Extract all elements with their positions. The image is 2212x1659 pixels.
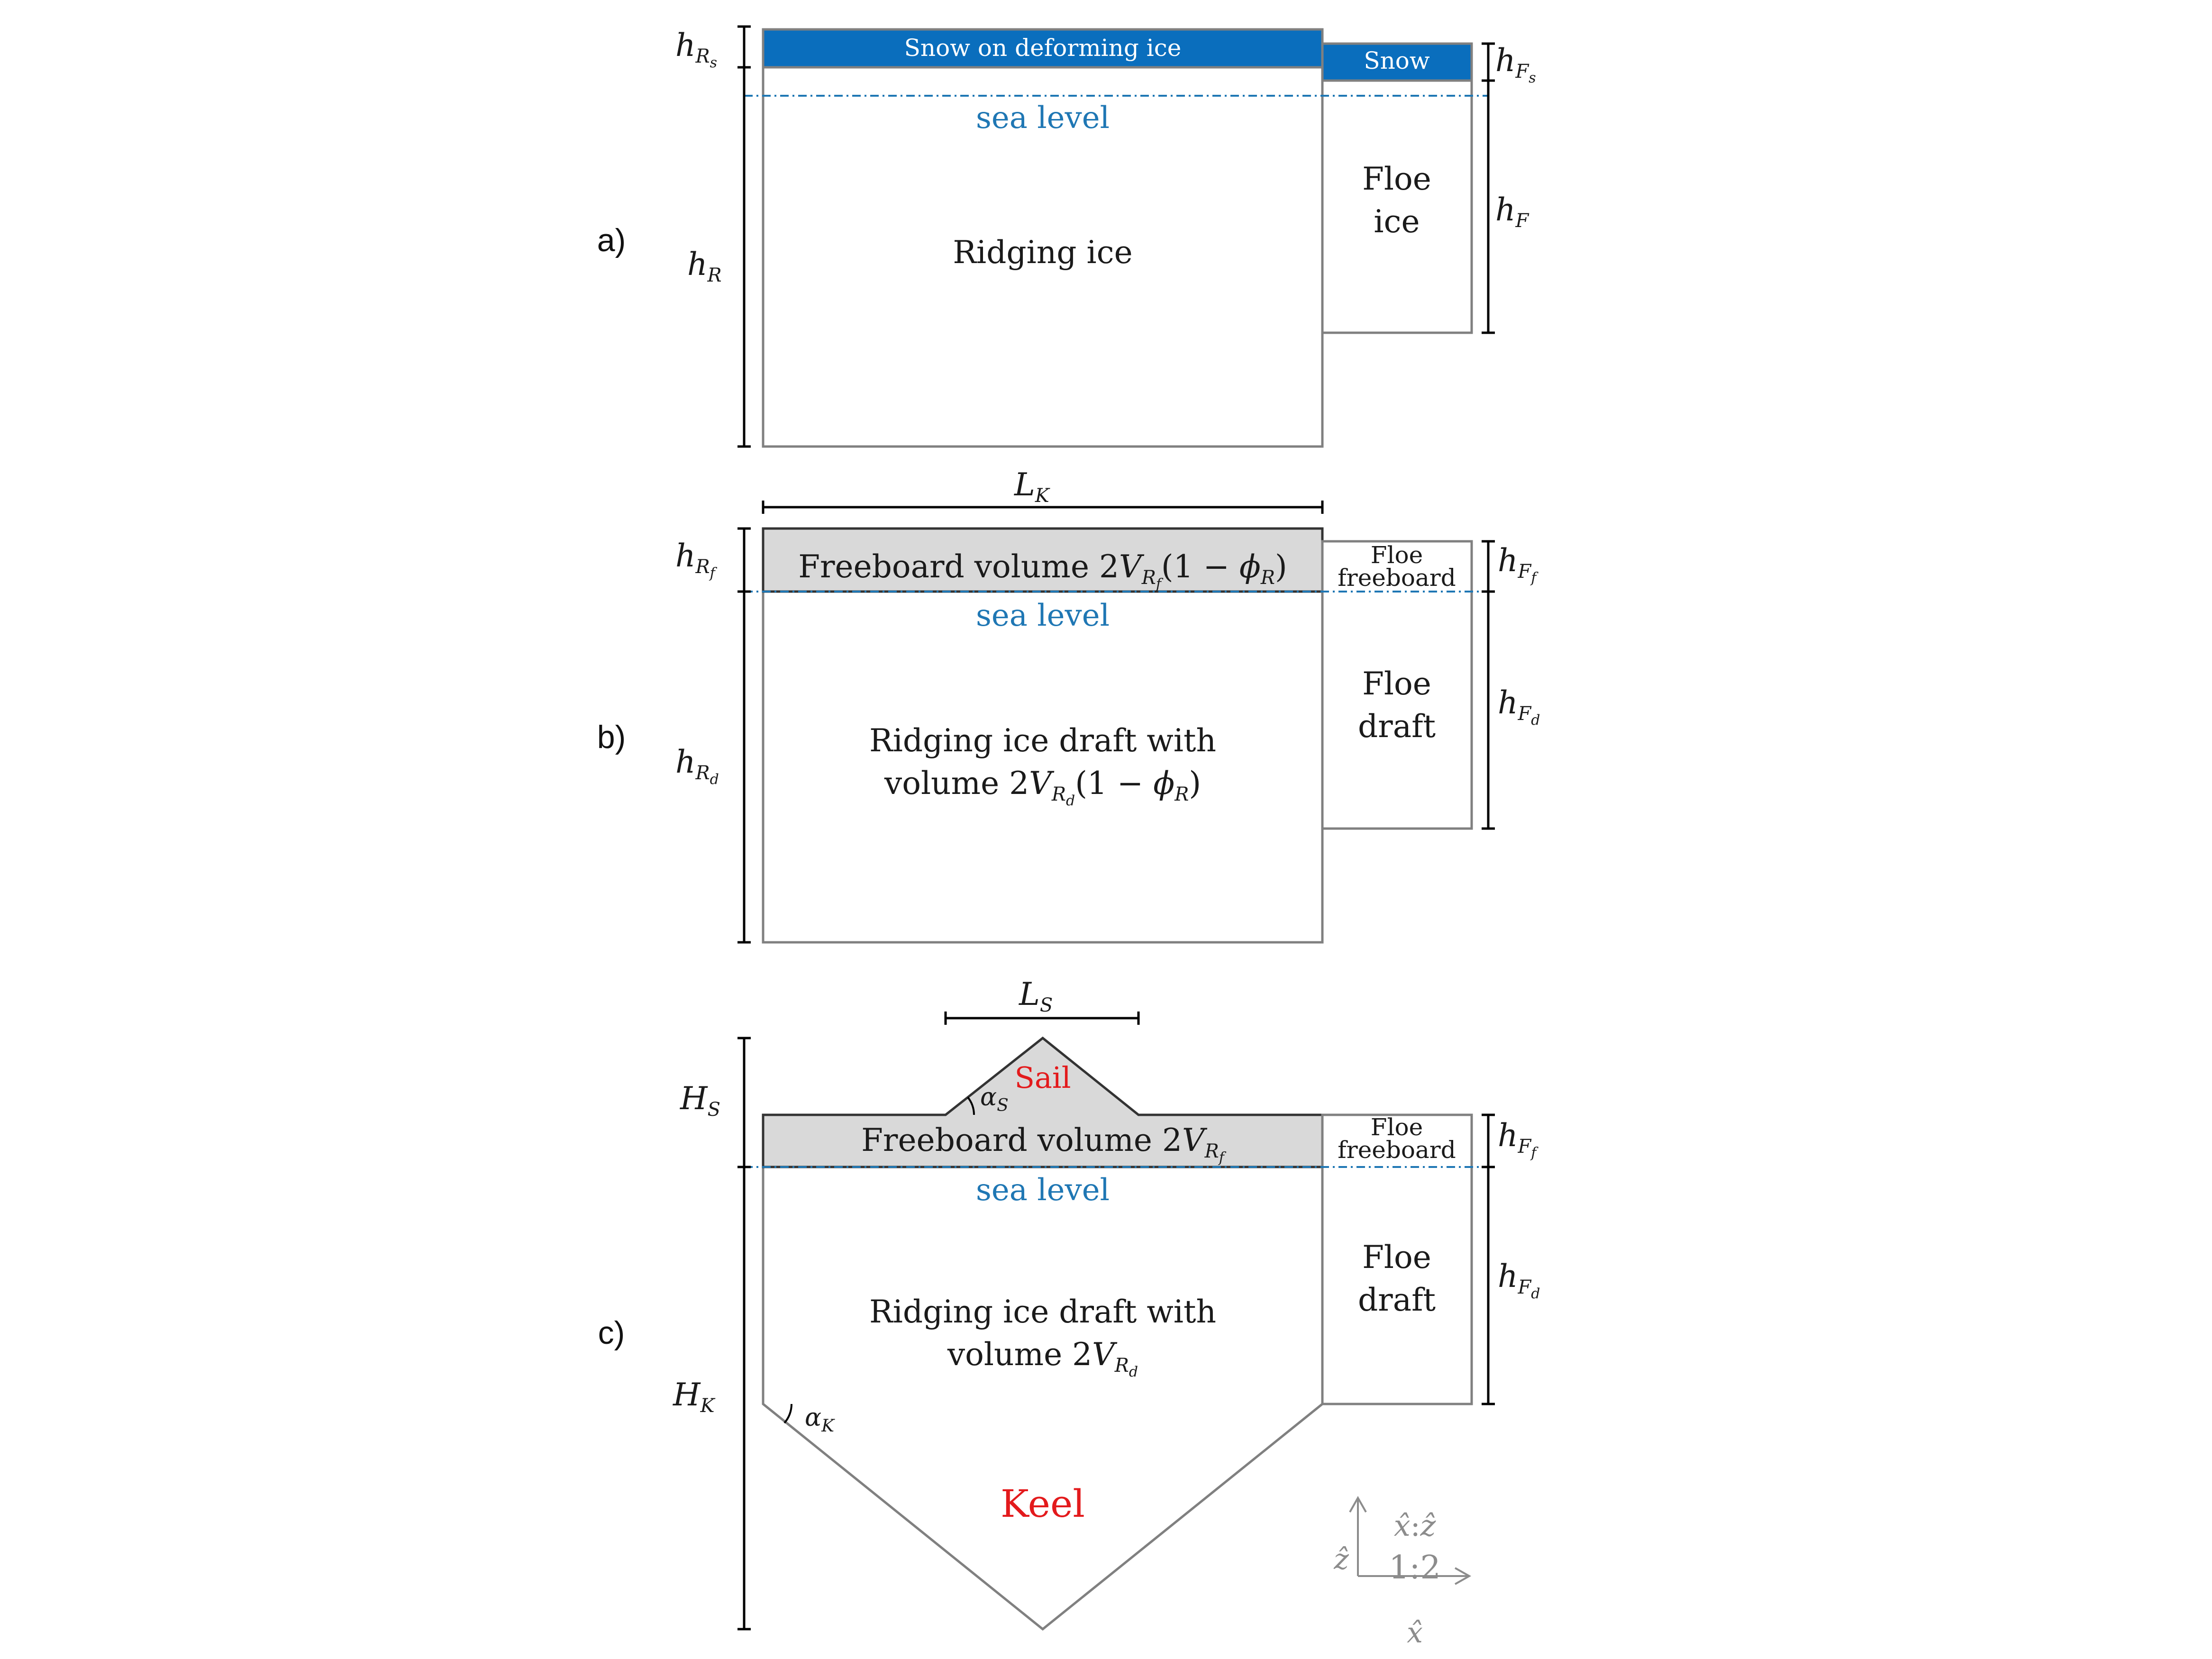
freeboard-volume-label-b: Freeboard volume 2VRf(1 − ϕR): [798, 548, 1287, 592]
panel-a: a) Snow on deforming ice Snow sea level …: [597, 25, 1536, 448]
label-L-S: LS: [1019, 976, 1053, 1016]
sea-level-label-c: sea level: [976, 1173, 1110, 1208]
label-H-S: HS: [680, 1080, 720, 1121]
label-h-Fd-b: hFd: [1498, 684, 1540, 729]
label-h-Ff-b: hFf: [1498, 542, 1538, 586]
draft-label-b-2: volume 2VRd(1 − ϕR): [884, 765, 1201, 809]
label-h-F: hF: [1495, 191, 1529, 232]
panel-c: c) LS sea level Sail αS Freeboard volume…: [598, 976, 1540, 1631]
label-alpha-K: αK: [805, 1404, 835, 1436]
label-alpha-S: αS: [980, 1083, 1009, 1115]
label-h-R: hR: [687, 246, 722, 286]
snow-deforming-label: Snow on deforming ice: [904, 34, 1182, 62]
dim-h-Rf: [737, 527, 751, 593]
scale-axes: ẑ x̂ x̂:ẑ 1:2: [1333, 1495, 1472, 1650]
label-L-K: LK: [1014, 466, 1050, 507]
floe-freeboard-label-b-2: freeboard: [1338, 564, 1456, 592]
dim-L-K: [762, 501, 1324, 514]
alpha-K-arc: [783, 1404, 793, 1424]
draft-label-b-1: Ridging ice draft with: [869, 722, 1216, 759]
label-H-K: HK: [673, 1376, 716, 1417]
floe-freeboard-label-c-2: freeboard: [1338, 1136, 1456, 1164]
label-h-Fd-c: hFd: [1498, 1258, 1540, 1302]
label-h-Rd: hRd: [675, 744, 719, 788]
floe-box-c: [1321, 1113, 1473, 1405]
keel-label: Keel: [1001, 1482, 1085, 1526]
label-h-Rs: hRs: [675, 27, 717, 71]
freeboard-volume-b: [762, 527, 1324, 593]
sea-level-label-b: sea level: [976, 598, 1110, 633]
floe-freeboard-label-b-1: Floe: [1371, 541, 1423, 569]
dim-h-Fd-b: [1482, 592, 1495, 830]
panel-c-tag: c): [598, 1315, 625, 1351]
label-h-Rf: hRf: [675, 538, 718, 582]
keel-shape: [762, 1166, 1324, 1631]
dim-h-Ff-b: [1482, 540, 1495, 593]
floe-freeboard-label-c-1: Floe: [1371, 1113, 1423, 1141]
floe-ice-label-1: Floe: [1362, 161, 1431, 197]
panel-a-tag: a): [597, 222, 626, 258]
ridging-ice-box: [762, 28, 1324, 448]
panel-b-tag: b): [597, 719, 626, 755]
z-axis-arrowhead: [1349, 1495, 1367, 1513]
dim-h-Fd-c: [1482, 1167, 1495, 1405]
snow-layer-deforming: [762, 28, 1324, 69]
panel-b: b) LK sea level Freeboard volume 2VRf(1 …: [597, 466, 1540, 944]
label-h-Ff-c: hFf: [1498, 1117, 1538, 1161]
alpha-S-arc: [967, 1096, 975, 1115]
dim-L-S: [944, 1012, 1140, 1025]
dim-h-Ff-c: [1482, 1113, 1495, 1168]
x-axis-arrowhead: [1455, 1567, 1472, 1585]
snow-floe-label: Snow: [1364, 47, 1430, 74]
freeboard-volume-label-c: Freeboard volume 2VRf: [861, 1122, 1227, 1166]
draft-label-c-2: volume 2VRd: [947, 1336, 1138, 1380]
dim-h-R: [737, 67, 751, 448]
draft-label-c-1: Ridging ice draft with: [869, 1294, 1216, 1330]
floe-box-b: [1321, 540, 1473, 830]
ratio-value: 1:2: [1389, 1549, 1440, 1586]
floe-draft-label-b-2: draft: [1358, 708, 1436, 745]
dim-h-Fs: [1482, 42, 1495, 82]
floe-ice-label-2: ice: [1374, 203, 1420, 240]
sail-label: Sail: [1014, 1060, 1071, 1095]
ridging-draft-box-b: [762, 527, 1324, 944]
dim-h-Rs: [737, 25, 751, 69]
dim-h-F: [1482, 81, 1495, 334]
z-hat-label: ẑ: [1333, 1543, 1349, 1576]
x-hat-label: x̂: [1407, 1616, 1423, 1650]
dim-h-Rd: [737, 592, 751, 944]
dim-H-S: [737, 1037, 751, 1168]
ratio-axis-label: x̂:ẑ: [1394, 1508, 1436, 1543]
label-h-Fs: hFs: [1495, 42, 1536, 86]
floe-draft-label-c-1: Floe: [1362, 1239, 1431, 1276]
floe-draft-label-c-2: draft: [1358, 1282, 1436, 1318]
floe-draft-label-b-1: Floe: [1362, 665, 1431, 702]
ridging-ice-label: Ridging ice: [953, 234, 1132, 271]
dim-H-K: [737, 1167, 751, 1631]
sea-level-label-a: sea level: [976, 100, 1110, 136]
snow-layer-floe: [1321, 42, 1473, 82]
